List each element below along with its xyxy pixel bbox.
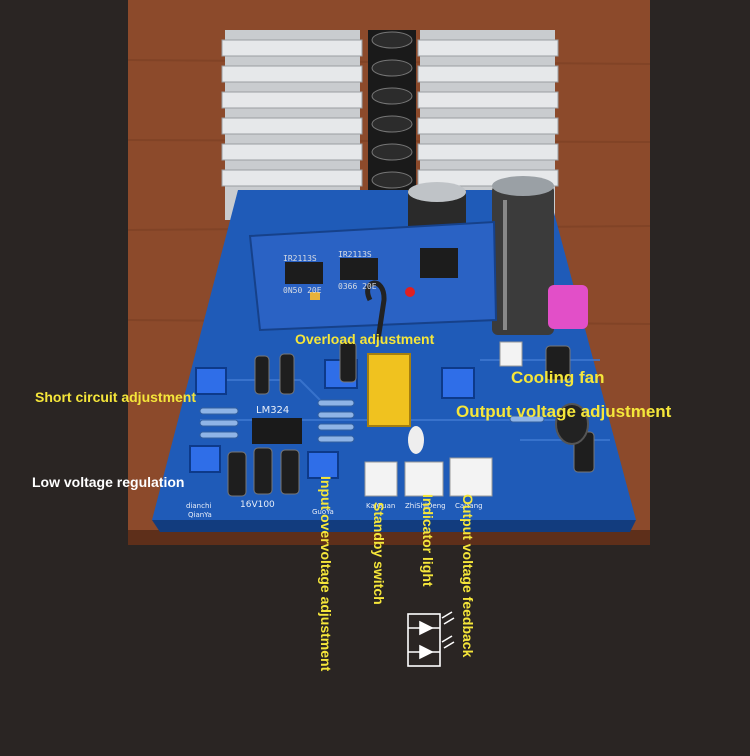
driver-board [248,220,498,332]
label-standby-switch: Standby switch [371,502,387,605]
chip2-sublabel: 0366 20E [338,282,377,291]
table-shadow [128,530,650,545]
indicator-led [408,426,424,454]
label-low-voltage-regulation: Low voltage regulation [32,474,185,490]
dianchi-label: dianchi [186,502,212,510]
kaiguan-label: KaiGuan [366,502,396,510]
small-inductor [555,403,589,445]
resistors [199,399,545,443]
label-indicator-light: Indicator light [420,494,436,587]
label-input-overvoltage-adjustment: Input overvoltage adjustment [318,476,334,672]
chip1-sublabel: 0N50 20E [283,286,322,295]
label-short-circuit-adjustment: Short circuit adjustment [35,389,197,405]
pcb-edge [152,520,636,532]
qianya-label: QianYa [188,511,212,519]
chip2-label: IR2113S [338,250,372,259]
zhishideng-label: ZhiShiDeng [405,502,446,510]
label-overload-adjustment: Overload adjustment [295,331,435,347]
pink-inductor [548,285,588,329]
large-capacitors [408,176,554,335]
guoya-label: GuoYa [312,508,334,516]
left-heatsink [221,30,363,220]
lm324-chip [252,418,302,444]
caiyang-label: CaiYang [455,502,483,510]
lm324-label: LM324 [256,405,290,416]
label-output-voltage-adjustment: Output voltage adjustment [456,402,672,421]
connectors [364,341,523,497]
label-output-voltage-feedback: Output voltage feedback [460,494,476,658]
relay [367,353,411,427]
label-cooling-fan: Cooling fan [511,368,605,387]
trimmer-pots [189,359,475,479]
cap-16v100-label: 16V100 [240,500,275,510]
indicator-led-symbol-icon [407,611,455,667]
chip1-label: IR2113S [283,254,317,263]
wire [365,280,387,341]
